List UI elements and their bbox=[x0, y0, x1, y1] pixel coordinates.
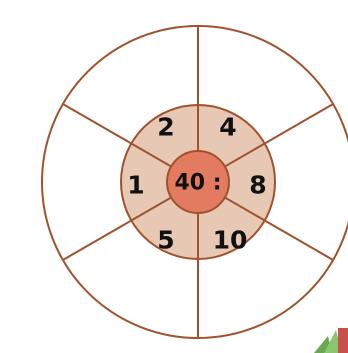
inner-number-1: 1 bbox=[127, 171, 144, 200]
inner-number-5: 5 bbox=[157, 226, 174, 255]
inner-number-2: 2 bbox=[157, 113, 174, 142]
corner-decoration bbox=[314, 328, 348, 353]
inner-number-4: 4 bbox=[219, 113, 236, 142]
decor-red-block bbox=[338, 328, 348, 353]
center-label: 40 : bbox=[174, 171, 221, 196]
inner-number-10: 10 bbox=[213, 226, 248, 255]
inner-number-8: 8 bbox=[249, 171, 266, 200]
